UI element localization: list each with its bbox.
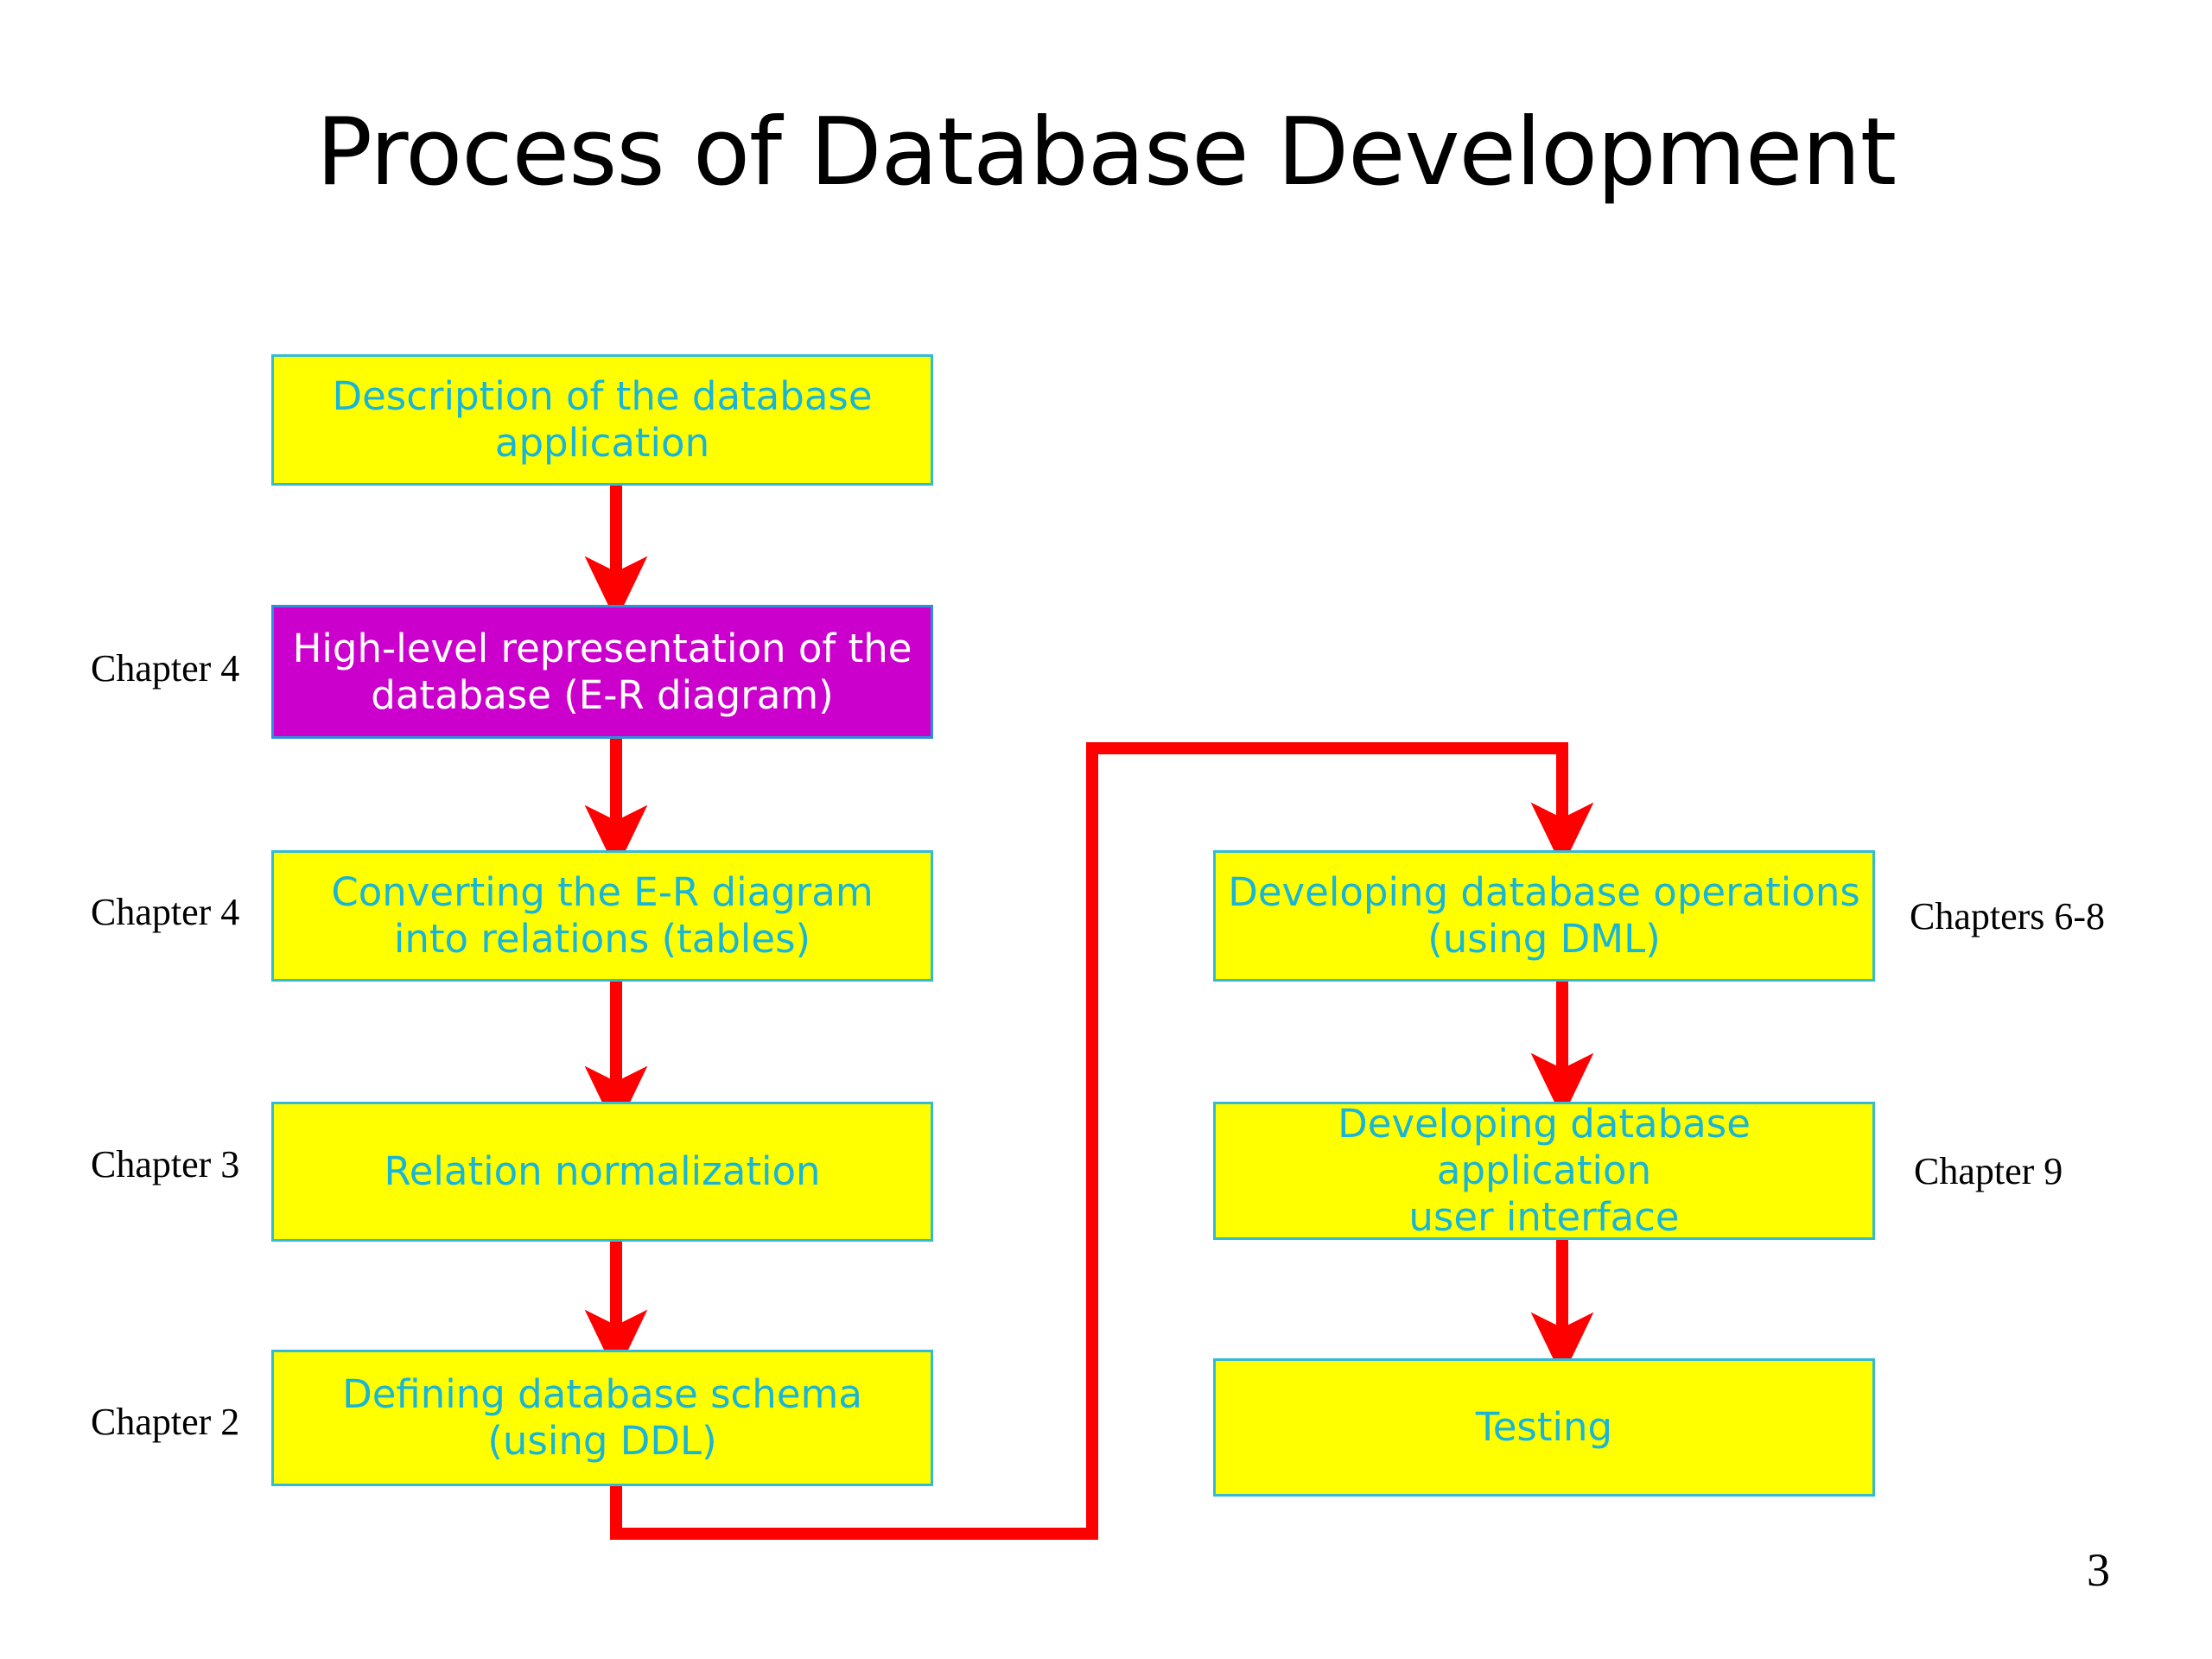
flow-box-developing-database-operations[interactable]: Developing database operations(using DML… bbox=[1213, 850, 1875, 982]
flow-box-line1: Testing bbox=[1475, 1404, 1613, 1450]
flow-box-label: Testing bbox=[1228, 1404, 1860, 1451]
flow-box-line1: High-level representation of the bbox=[292, 625, 912, 671]
flow-box-line1: Converting the E-R diagram bbox=[331, 869, 874, 915]
flow-box-defining-database-schema[interactable]: Defining database schema(using DDL) bbox=[271, 1350, 933, 1486]
chapter-label-developing-application-ui: Chapter 9 bbox=[1914, 1150, 2063, 1192]
flow-box-testing[interactable]: Testing bbox=[1213, 1358, 1875, 1497]
flow-box-line1: Developing database application bbox=[1338, 1101, 1751, 1193]
page-title: Process of Database Development bbox=[315, 99, 1897, 207]
flow-box-line1: Developing database operations bbox=[1228, 869, 1860, 915]
chapter-label-relation-normalization: Chapter 3 bbox=[91, 1143, 240, 1185]
flow-box-line1: Relation normalization bbox=[384, 1148, 821, 1194]
flow-box-line2: (using DDL) bbox=[487, 1418, 717, 1464]
flow-box-line1: Defining database schema bbox=[342, 1371, 862, 1417]
flow-box-label: Defining database schema(using DDL) bbox=[286, 1371, 918, 1465]
flow-box-line2: database (E-R diagram) bbox=[371, 671, 834, 718]
flow-box-line1: Description of the database bbox=[332, 373, 873, 419]
flow-box-line2: user interface bbox=[1408, 1194, 1680, 1240]
page-number: 3 bbox=[2087, 1544, 2110, 1596]
flow-box-label: Developing database operations(using DML… bbox=[1228, 869, 1860, 963]
flow-box-label: Relation normalization bbox=[286, 1148, 918, 1195]
flow-box-line2: into relations (tables) bbox=[393, 916, 811, 962]
flow-box-relation-normalization[interactable]: Relation normalization bbox=[271, 1102, 933, 1242]
chapter-label-defining-database-schema: Chapter 2 bbox=[91, 1401, 240, 1443]
flow-box-line2: (using DML) bbox=[1427, 916, 1661, 962]
chapter-label-developing-database-operations: Chapters 6-8 bbox=[1910, 895, 2106, 938]
flow-box-line2: application bbox=[494, 420, 710, 466]
chapter-label-converting-er-to-relations: Chapter 4 bbox=[91, 891, 240, 933]
chapter-label-high-level-representation: Chapter 4 bbox=[91, 647, 240, 690]
